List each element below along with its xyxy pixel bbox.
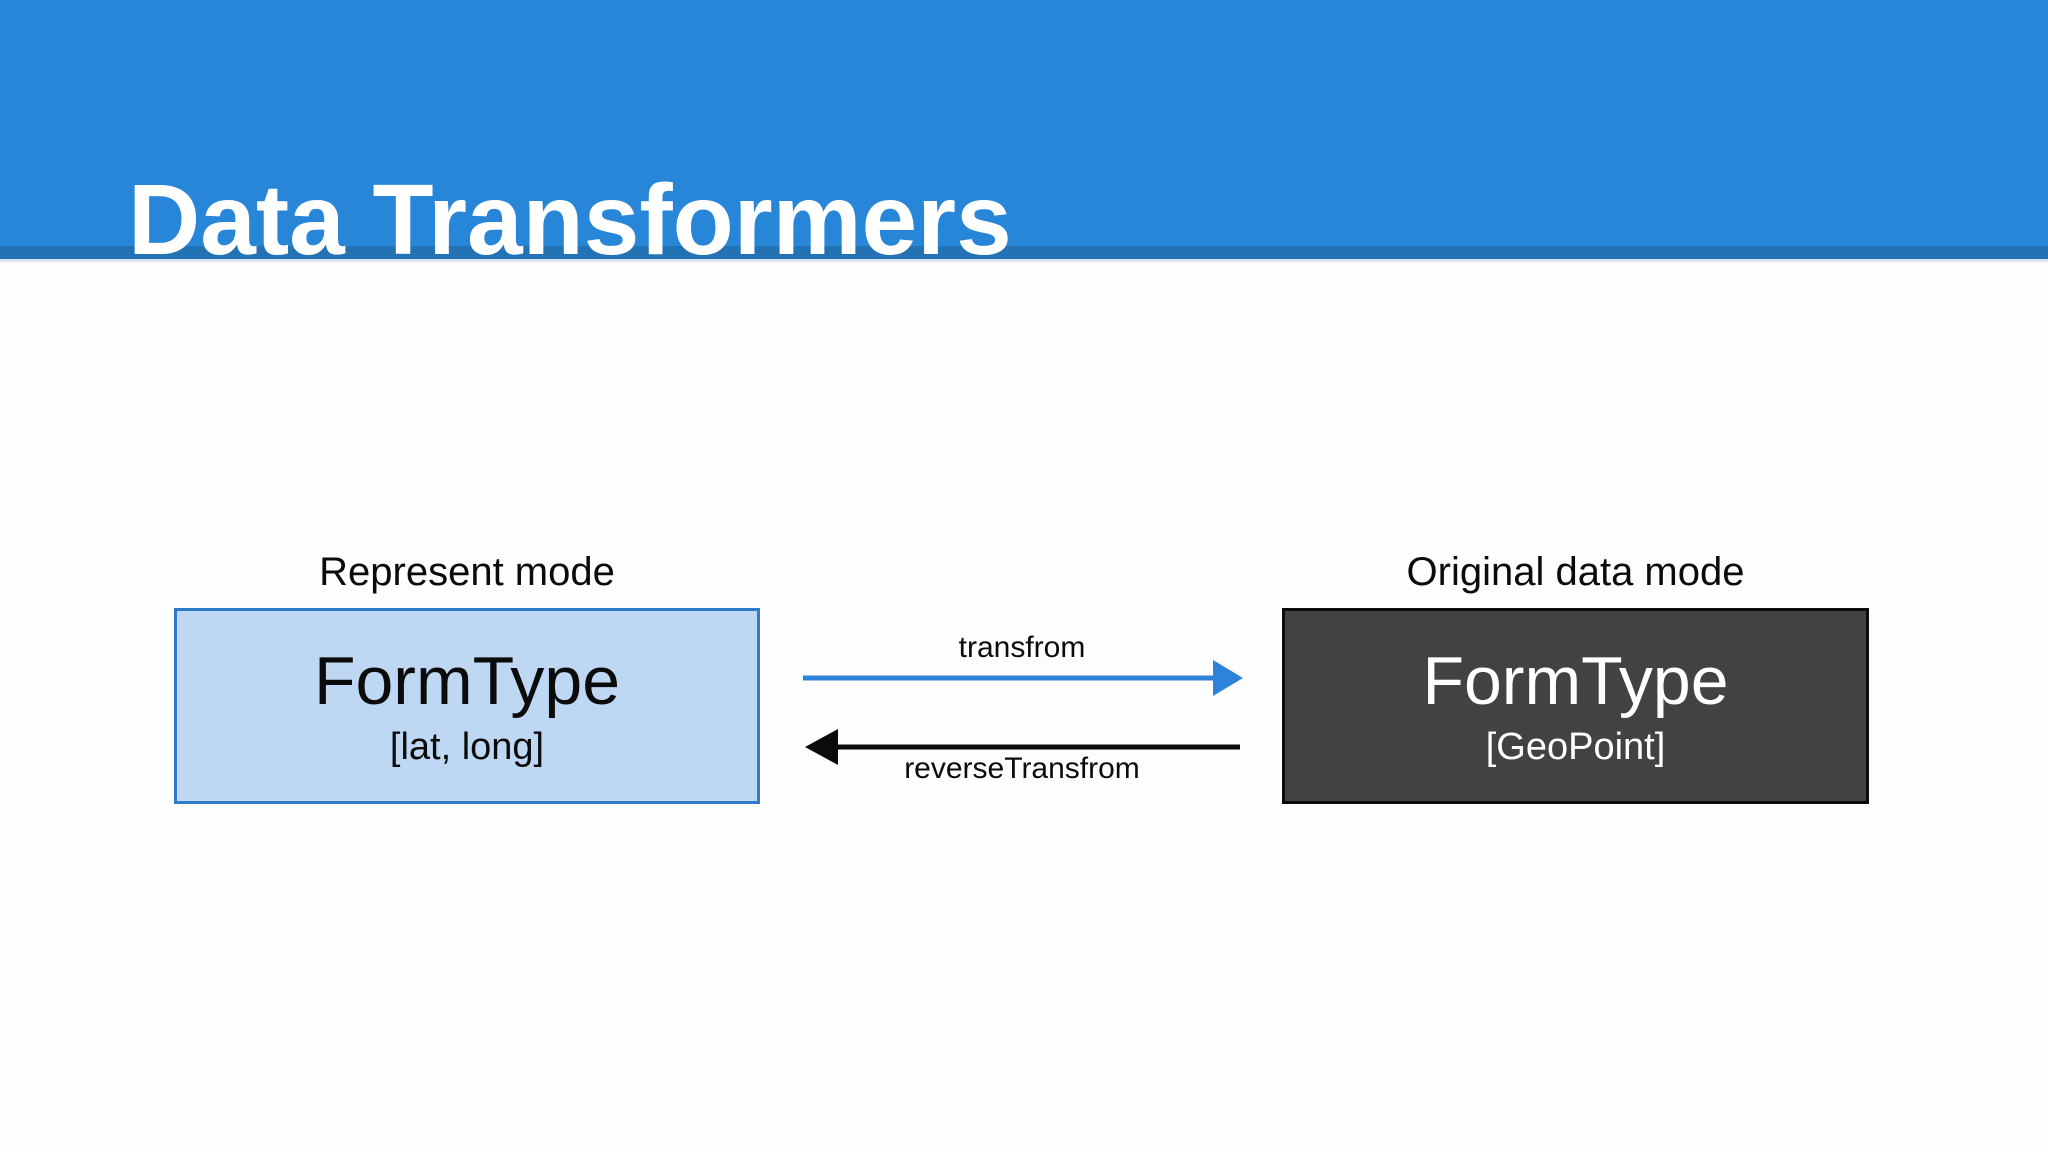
represent-mode-box: FormType [lat, long]	[174, 608, 760, 804]
right-box-title: FormType	[1422, 642, 1729, 719]
right-box-subtitle: [GeoPoint]	[1485, 725, 1666, 768]
header-band	[0, 0, 2048, 246]
left-box-title: FormType	[313, 642, 621, 719]
forward-arrow-label: transfrom	[958, 631, 1086, 664]
represent-mode-label: Represent mode	[319, 550, 615, 594]
reverse-arrow-head-icon	[805, 729, 838, 765]
forward-arrow-head-icon	[1213, 660, 1243, 696]
header-accent-strip	[0, 246, 2048, 262]
original-data-mode-label: Original data mode	[1406, 550, 1745, 594]
transform-arrows	[803, 660, 1243, 765]
original-data-mode-box: FormType [GeoPoint]	[1282, 608, 1869, 804]
reverse-arrow-label: reverseTransfrom	[904, 752, 1140, 785]
slide-title: Data Transformers	[128, 164, 1012, 276]
left-box-subtitle: [lat, long]	[389, 725, 545, 768]
